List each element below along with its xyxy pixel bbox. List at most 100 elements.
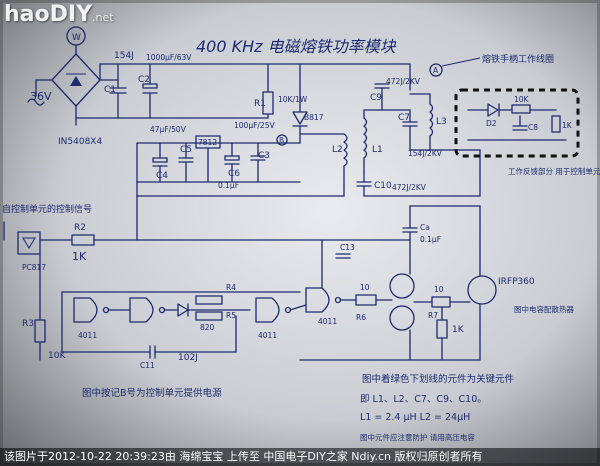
- note-bottom-left: 图中按记B号为控制单元提供电源: [82, 387, 222, 399]
- r-1k-right-label: 1K: [562, 121, 573, 130]
- nand-gate-3: [255, 297, 280, 323]
- pc817-optocoupler: [17, 231, 41, 255]
- driver-transistor-bottom: [389, 305, 415, 331]
- power-input-section: W 36V IN5408X4 C1 154J C2 1000μF/63V: [27, 26, 411, 147]
- r3-value-label: 10K: [48, 351, 66, 361]
- node-b-label: B: [279, 136, 284, 145]
- c8-label: C8: [528, 123, 538, 132]
- l1-label: L1: [372, 145, 383, 155]
- r820-resistor: [195, 311, 223, 321]
- c7-label: C7: [398, 113, 410, 123]
- site-watermark-logo: haoDIY.net: [4, 2, 114, 27]
- ammeter-icon: [429, 63, 443, 77]
- node-b-marker: [276, 134, 288, 146]
- c2-label: C2: [138, 75, 150, 85]
- gate1-label: 4011: [78, 331, 97, 340]
- feedback-note: 工作反馈部分 用于控制单元的比较电路 右侧元件不可忽视 中断控制单元: [508, 166, 600, 176]
- c11-value-label: 102J: [178, 353, 198, 363]
- watermark-suffix: .net: [92, 11, 114, 24]
- c10-value-label: 472J/2KV: [392, 183, 427, 192]
- r4-label: R4: [226, 283, 236, 292]
- c5-value-label: 0.1μF: [218, 181, 239, 190]
- c11-label: C11: [140, 361, 155, 370]
- l2-coil: [343, 133, 348, 167]
- note-parts-line2: L1 = 2.4 μH L2 = 24μH: [360, 412, 470, 423]
- bridge-part-label: IN5408X4: [58, 137, 102, 147]
- c4-label: C4: [156, 171, 168, 181]
- gate3-label: 4011: [258, 331, 277, 340]
- mosfet-irfp360: [467, 275, 497, 305]
- c9-label: C9: [370, 93, 382, 103]
- resonant-tank-section: L1 C9 472J/2KV C7 L3 154J/2KV A 熔铁手柄工作线圈…: [356, 53, 554, 197]
- c3-label: C3: [258, 151, 270, 161]
- r3-label: R3: [22, 319, 34, 329]
- r-10k-right: [511, 104, 531, 114]
- nand-gate-2: [129, 297, 154, 323]
- r2-value-label: 1K: [72, 250, 87, 263]
- r4-resistor: [195, 295, 223, 305]
- r5-label: R5: [226, 311, 236, 320]
- ca-label: Ca: [420, 223, 430, 232]
- c10-label: C10: [374, 181, 392, 191]
- r7-label: R7: [428, 311, 438, 320]
- c5-label: C5: [180, 145, 192, 155]
- regulator-section: C4 C5 47μF/50V 7812 C6 C3 100μF/25V 0.1μ…: [136, 121, 301, 197]
- r2-label: R2: [74, 223, 86, 233]
- c1-value-label: 154J: [114, 51, 134, 61]
- l3-label: L3: [436, 117, 447, 127]
- control-signal-label: 自控制单元的控制信号: [2, 203, 92, 215]
- wattmeter-label: W: [72, 33, 81, 43]
- r6-value-label: 10: [360, 283, 370, 292]
- network-diode-icon: [177, 303, 189, 317]
- c9-value-label: 472J/2KV: [386, 77, 421, 86]
- r6-label: R6: [356, 313, 366, 322]
- d1-diode-icon: [292, 111, 308, 125]
- c13-label: C13: [340, 243, 355, 252]
- nand-gate-4: [305, 287, 330, 313]
- c1-label: C1: [104, 85, 116, 95]
- feedback-dashed-box: [454, 88, 580, 158]
- driver-coil-section: R1 10K/1W B817 L2: [136, 63, 348, 241]
- r-10k-right-label: 10K: [514, 95, 530, 104]
- gate-resistor-label: 10: [434, 285, 444, 294]
- diagram-title: 400 KHz 电磁熔铁功率模块: [196, 37, 397, 56]
- c2-value-label: 1000μF/63V: [146, 53, 192, 62]
- r1-value-label: 10K/1W: [278, 95, 308, 104]
- work-coil-label: 熔铁手柄工作线圈: [482, 53, 554, 65]
- gate4-label: 4011: [318, 317, 337, 326]
- watermark-brand: haoDIY: [4, 2, 92, 27]
- ca-value-label: 0.1μF: [420, 235, 441, 244]
- ac-source-icon: [27, 98, 45, 106]
- c4-value-label: 47μF/50V: [150, 125, 187, 134]
- output-stage-section: R6 10 10 R7 1K IRFP360 图中电容配散热器: [299, 205, 574, 361]
- control-input-section: 自控制单元的控制信号 PC817 R2 1K R3 10K: [2, 203, 411, 361]
- r820-label: 820: [200, 323, 215, 332]
- d1-label: B817: [304, 113, 324, 122]
- feedback-section: D2 10K C8 1K 工作反馈部分 用于控制单元的比较电路 右侧元件不可忽视…: [454, 88, 600, 176]
- nand-gate-1: [73, 297, 98, 323]
- c6-label: C6: [228, 169, 240, 179]
- oscillator-section: 4011 R4 820 R5 4011 4011 C11 102J: [61, 205, 481, 370]
- ammeter-label: A: [433, 66, 439, 75]
- mosfet-label: IRFP360: [498, 277, 535, 287]
- l3-coil: [429, 103, 434, 137]
- c3-value-label: 100μF/25V: [234, 121, 275, 130]
- regulator-label: 7812: [198, 138, 217, 147]
- r-1k-right: [551, 115, 561, 133]
- note-parts-line1: 即 L1、L2、C7、C9、C10。: [360, 394, 487, 405]
- upload-info-footer: 该图片于2012-10-22 20:39:23由 海绵宝宝 上传至 中国电子DI…: [0, 448, 600, 466]
- note-bottom-right: 图中着绿色下划线的元件为关键元件: [362, 373, 515, 385]
- r1-label: R1: [254, 99, 266, 109]
- d2-diode-icon: [487, 103, 499, 117]
- note-parts-line3: 图中元件应注意防护 请用高压电容: [360, 432, 475, 442]
- source-voltage-label: 36V: [30, 90, 52, 103]
- driver-transistor-top: [389, 273, 415, 299]
- heatsink-note: 图中电容配散热器: [514, 304, 574, 314]
- l1-coil: [363, 117, 368, 159]
- r7-value-label: 1K: [452, 325, 465, 335]
- l2-label: L2: [332, 145, 343, 155]
- d2-label: D2: [486, 119, 497, 128]
- pc817-label: PC817: [22, 263, 46, 272]
- c7-value-label: 154J/2KV: [408, 149, 443, 158]
